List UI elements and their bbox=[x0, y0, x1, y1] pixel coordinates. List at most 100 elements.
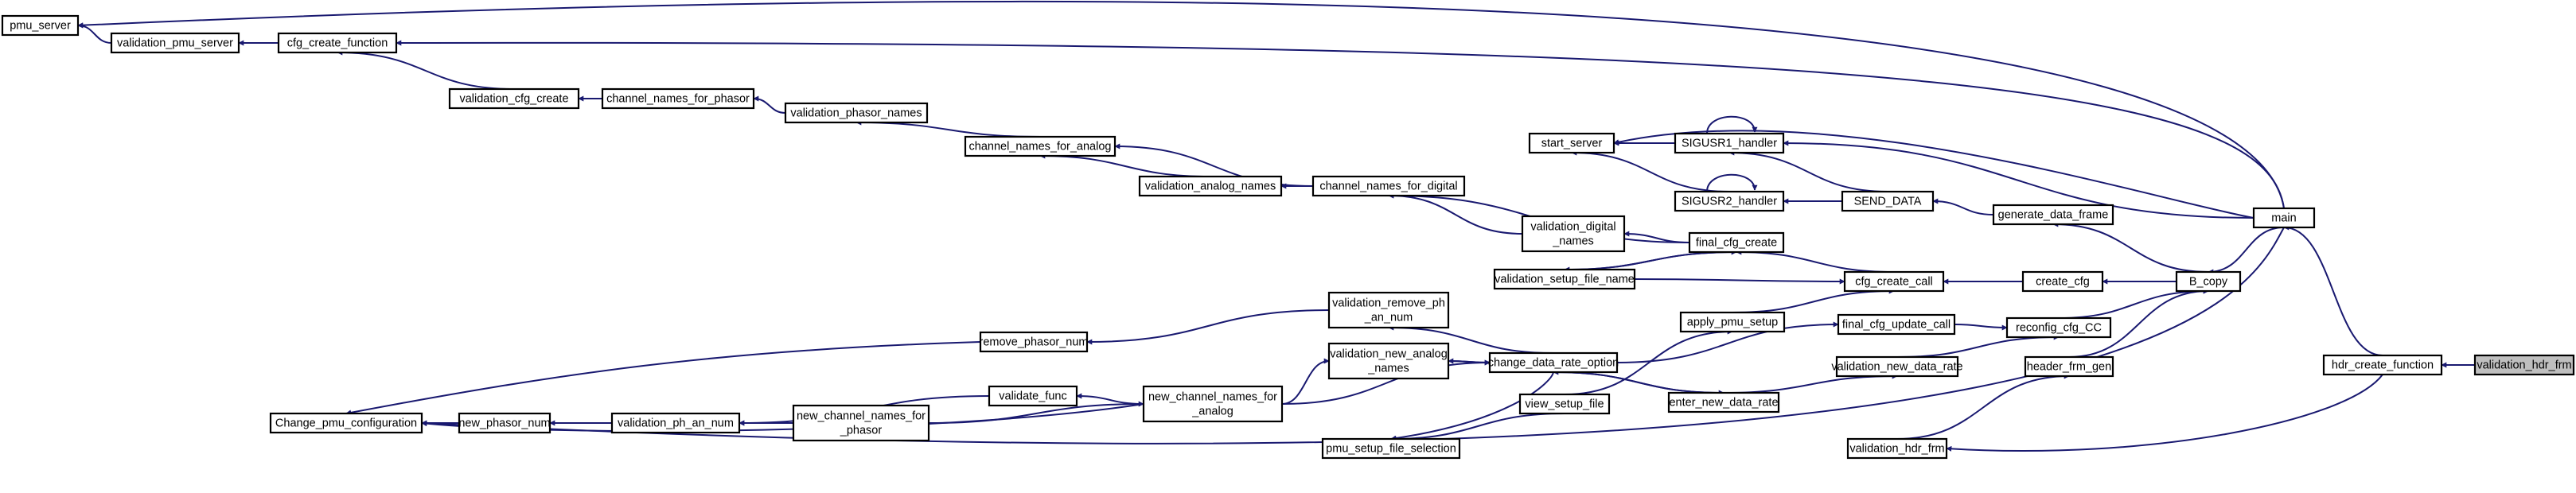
node-box bbox=[1846, 437, 1948, 460]
edge-new_channel_names_for_analog-to-change_data_rate_option bbox=[1281, 359, 1491, 405]
node-create-cfg[interactable]: create_cfg bbox=[2021, 270, 2104, 293]
node-validation-analog-names[interactable]: validation_analog_names bbox=[1138, 175, 1283, 197]
node-label: new_phasor_num bbox=[458, 417, 550, 430]
node-label: new_channel_names_for bbox=[1148, 391, 1277, 404]
node-box bbox=[2021, 270, 2104, 293]
node-label: validation_hdr_frm bbox=[2477, 359, 2571, 372]
node-validation-digital-names[interactable]: validation_digital_names bbox=[1521, 215, 1626, 253]
node-box bbox=[601, 87, 755, 110]
node-label: pmu_server bbox=[10, 20, 71, 33]
node-box bbox=[610, 412, 741, 434]
node-label: validate_func bbox=[999, 390, 1066, 403]
node-cfg-create-call[interactable]: cfg_create_call bbox=[1843, 270, 1945, 293]
edge-layer bbox=[77, 0, 2475, 452]
node-Change-pmu-configuration[interactable]: Change_pmu_configuration bbox=[269, 412, 423, 434]
node-final-cfg-create[interactable]: final_cfg_create bbox=[1688, 231, 1785, 254]
node-SIGUSR2-handler[interactable]: SIGUSR2_handler bbox=[1674, 190, 1785, 212]
node-box bbox=[1327, 291, 1450, 329]
node-box bbox=[1518, 393, 1611, 415]
edge-validation_pmu_server-to-pmu_server bbox=[77, 22, 112, 44]
edge-hdr_create_function-to-validation_hdr_frm bbox=[1946, 374, 2383, 452]
node-validation-ph-an-num[interactable]: validation_ph_an_num bbox=[610, 412, 741, 434]
node-reconfig-cfg-CC[interactable]: reconfig_cfg_CC bbox=[2005, 316, 2112, 339]
node-SEND-DATA[interactable]: SEND_DATA bbox=[1841, 190, 1935, 212]
node-label: _names bbox=[1552, 235, 1594, 248]
node-label: change_data_rate_option bbox=[1488, 357, 1619, 370]
node-box bbox=[2175, 270, 2242, 293]
node-pmu-setup-file-selection[interactable]: pmu_setup_file_selection bbox=[1321, 437, 1461, 460]
node-new-channel-names-for-analog[interactable]: new_channel_names_for_analog bbox=[1142, 385, 1284, 423]
node-label: view_setup_file bbox=[1525, 398, 1604, 411]
node-label: validation_setup_file_name bbox=[1495, 274, 1635, 286]
edge-new_channel_names_for_phasor-to-new_channel_names_for_analog bbox=[928, 401, 1144, 424]
node-remove-phasor-num[interactable]: remove_phasor_num bbox=[979, 331, 1089, 353]
node-box bbox=[1841, 190, 1935, 212]
node-label: B_copy bbox=[2189, 276, 2228, 289]
edge-SIGUSR2_handler-to-SIGUSR2_handler bbox=[1706, 173, 1758, 192]
node-box bbox=[1311, 175, 1466, 197]
node-validation-setup-file-name[interactable]: validation_setup_file_name bbox=[1493, 268, 1636, 290]
node-box bbox=[988, 385, 1078, 407]
node-new-channel-names-for-phasor[interactable]: new_channel_names_for_phasor bbox=[792, 404, 930, 442]
node-box bbox=[1667, 391, 1780, 413]
node-box bbox=[1493, 268, 1636, 290]
edge-main-to-start_server bbox=[1613, 130, 2254, 219]
node-label: header_frm_gen bbox=[2027, 361, 2111, 374]
node-box bbox=[458, 412, 551, 434]
edge-apply_pmu_setup-to-cfg_create_call bbox=[1732, 288, 1895, 313]
node-start-server[interactable]: start_server bbox=[1528, 132, 1615, 154]
node-layer: pmu_server validation_pmu_server cfg_creat… bbox=[1, 14, 2575, 460]
node-view-setup-file[interactable]: view_setup_file bbox=[1518, 393, 1611, 415]
edge-validation_setup_file_name-to-cfg_create_call bbox=[1634, 278, 1845, 285]
node-SIGUSR1-handler[interactable]: SIGUSR1_handler bbox=[1674, 132, 1785, 154]
node-box bbox=[1, 14, 80, 37]
node-label: validation_remove_ph bbox=[1332, 297, 1445, 310]
edge-change_data_rate_option-to-validation_remove_phan_num bbox=[1388, 324, 1554, 354]
node-box bbox=[784, 102, 929, 124]
node-validation-cfg-create[interactable]: validation_cfg_create bbox=[448, 87, 580, 110]
edge-validation_cfg_create-to-cfg_create_function bbox=[337, 49, 515, 90]
node-cfg-create-function[interactable]: cfg_create_function bbox=[277, 32, 398, 54]
edge-hdr_create_function-to-main bbox=[2283, 224, 2383, 356]
node-label: channel_names_for_analog bbox=[969, 141, 1112, 153]
node-main[interactable]: main bbox=[2252, 207, 2316, 229]
node-box bbox=[1138, 175, 1283, 197]
node-box bbox=[1679, 311, 1786, 333]
node-validation-hdr-frm[interactable]: validation_hdr_frm bbox=[1846, 437, 1948, 460]
node-label: validation_pmu_server bbox=[117, 37, 233, 50]
node-apply-pmu-setup[interactable]: apply_pmu_setup bbox=[1679, 311, 1786, 333]
node-final-cfg-update-call[interactable]: final_cfg_update_call bbox=[1837, 313, 1956, 336]
node-pmu-server[interactable]: pmu_server bbox=[1, 14, 80, 37]
node-channel-names-for-digital[interactable]: channel_names_for_digital bbox=[1311, 175, 1466, 197]
edge-new_channel_names_for_analog-to-validate_func bbox=[1076, 393, 1144, 405]
node-validation-pmu-server[interactable]: validation_pmu_server bbox=[110, 32, 240, 54]
node-label: channel_names_for_phasor bbox=[606, 93, 750, 106]
node-header-frm-gen[interactable]: header_frm_gen bbox=[2024, 355, 2114, 378]
node-validation-new-analog-names[interactable]: validation_new_analog_names bbox=[1327, 342, 1450, 380]
node-label: create_cfg bbox=[2036, 276, 2090, 289]
node-label: validation_hdr_frm bbox=[1849, 443, 1944, 456]
node-generate-data-frame[interactable]: generate_data_frame bbox=[1992, 204, 2114, 226]
node-channel-names-for-analog[interactable]: channel_names_for_analog bbox=[964, 135, 1117, 157]
node-box bbox=[792, 404, 930, 442]
node-validate-func[interactable]: validate_func bbox=[988, 385, 1078, 407]
node-box bbox=[2473, 354, 2575, 376]
node-validation-hdr-frm-hl[interactable]: validation_hdr_frm bbox=[2473, 354, 2575, 376]
node-B-copy[interactable]: B_copy bbox=[2175, 270, 2242, 293]
node-validation-new-data-rate[interactable]: validation_new_data_rate bbox=[1831, 355, 1963, 378]
node-enter-new-data-rate[interactable]: enter_new_data_rate bbox=[1667, 391, 1780, 413]
node-hdr-create-function[interactable]: hdr_create_function bbox=[2322, 354, 2443, 376]
node-label: enter_new_data_rate bbox=[1669, 397, 1778, 410]
node-label: validation_phasor_names bbox=[790, 107, 922, 120]
node-new-phasor-num[interactable]: new_phasor_num bbox=[458, 412, 551, 434]
node-change-data-rate-option[interactable]: change_data_rate_option bbox=[1488, 351, 1619, 374]
edge-validation_hdr_frm-to-header_frm_gen bbox=[1896, 373, 2070, 440]
node-validation-phasor-names[interactable]: validation_phasor_names bbox=[784, 102, 929, 124]
node-channel-names-for-phasor[interactable]: channel_names_for_phasor bbox=[601, 87, 755, 110]
node-box bbox=[1321, 437, 1461, 460]
node-label: hdr_create_function bbox=[2332, 359, 2434, 372]
edge-header_frm_gen-to-B_copy bbox=[2068, 288, 2209, 358]
node-validation-remove-phan-num[interactable]: validation_remove_ph_an_num bbox=[1327, 291, 1450, 329]
node-label: validation_new_analog bbox=[1330, 348, 1448, 361]
